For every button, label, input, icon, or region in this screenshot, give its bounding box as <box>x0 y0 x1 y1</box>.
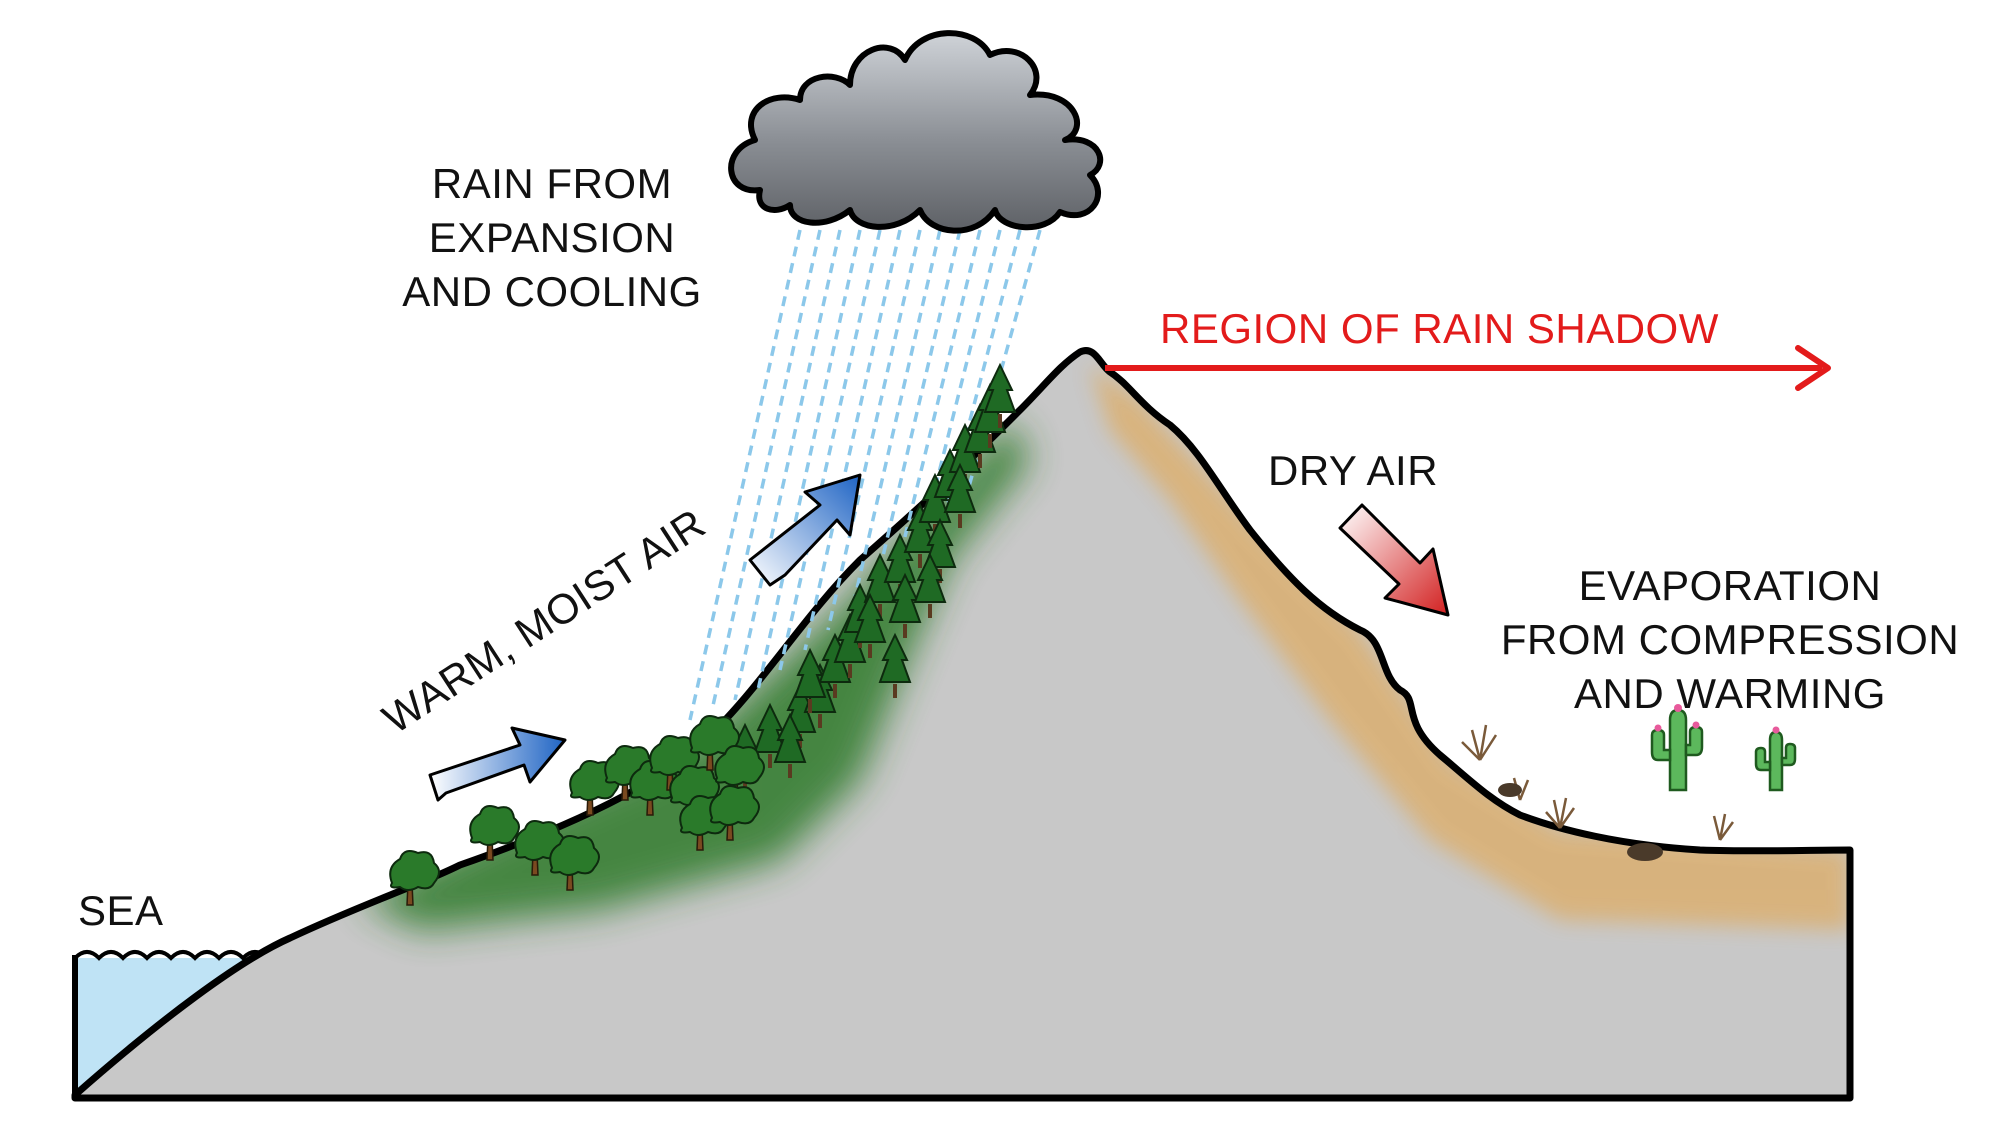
deciduous-tree-icon <box>689 715 740 771</box>
cloud-icon <box>728 30 1104 234</box>
mountain-outline <box>71 347 1854 1102</box>
label-evaporation-line1: EVAPORATION <box>1579 562 1882 609</box>
pine-tree-icon <box>943 462 977 528</box>
deciduous-tree-icon <box>549 835 600 891</box>
label-dry-air: DRY AIR <box>1268 447 1438 494</box>
rain-shadow-arrow <box>1105 345 1831 391</box>
label-sea: SEA <box>78 887 164 934</box>
dry-soil-shading <box>1090 365 1850 930</box>
pine-tree-icon <box>878 632 912 698</box>
dry-air-arrow <box>1338 503 1450 617</box>
pine-tree-icon <box>903 502 937 568</box>
deciduous-tree-icon <box>649 735 700 791</box>
desert-plants <box>1461 704 1797 861</box>
warm-air-arrow <box>428 726 567 802</box>
deciduous-tree-icon <box>469 805 520 861</box>
label-region-of-rain-shadow: REGION OF RAIN SHADOW <box>1160 305 1719 352</box>
sea-waves <box>73 950 269 961</box>
deciduous-tree-icon <box>714 745 765 801</box>
deciduous-tree-icon <box>389 850 440 906</box>
rising-air-arrow <box>748 473 862 587</box>
rock-icon <box>1627 843 1663 861</box>
deciduous-tree-icon <box>709 785 760 841</box>
pine-tree-icon <box>773 712 807 778</box>
label-evaporation-line3: AND WARMING <box>1574 670 1886 717</box>
pine-tree-icon <box>793 647 827 713</box>
label-warm-moist-air: WARM, MOIST AIR <box>374 500 713 743</box>
pine-tree-icon <box>913 552 947 618</box>
label-rain-from-line2: EXPANSION <box>429 214 675 261</box>
label-rain-from-line3: AND COOLING <box>402 268 702 315</box>
forest <box>389 362 1017 906</box>
cactus-icon <box>1754 726 1797 792</box>
rock-icon <box>1498 783 1522 797</box>
pine-tree-icon <box>853 592 887 658</box>
label-evaporation-line2: FROM COMPRESSION <box>1501 616 1959 663</box>
label-rain-from-line1: RAIN FROM <box>432 160 672 207</box>
pine-tree-icon <box>983 362 1017 428</box>
cactus-icon <box>1650 704 1704 792</box>
